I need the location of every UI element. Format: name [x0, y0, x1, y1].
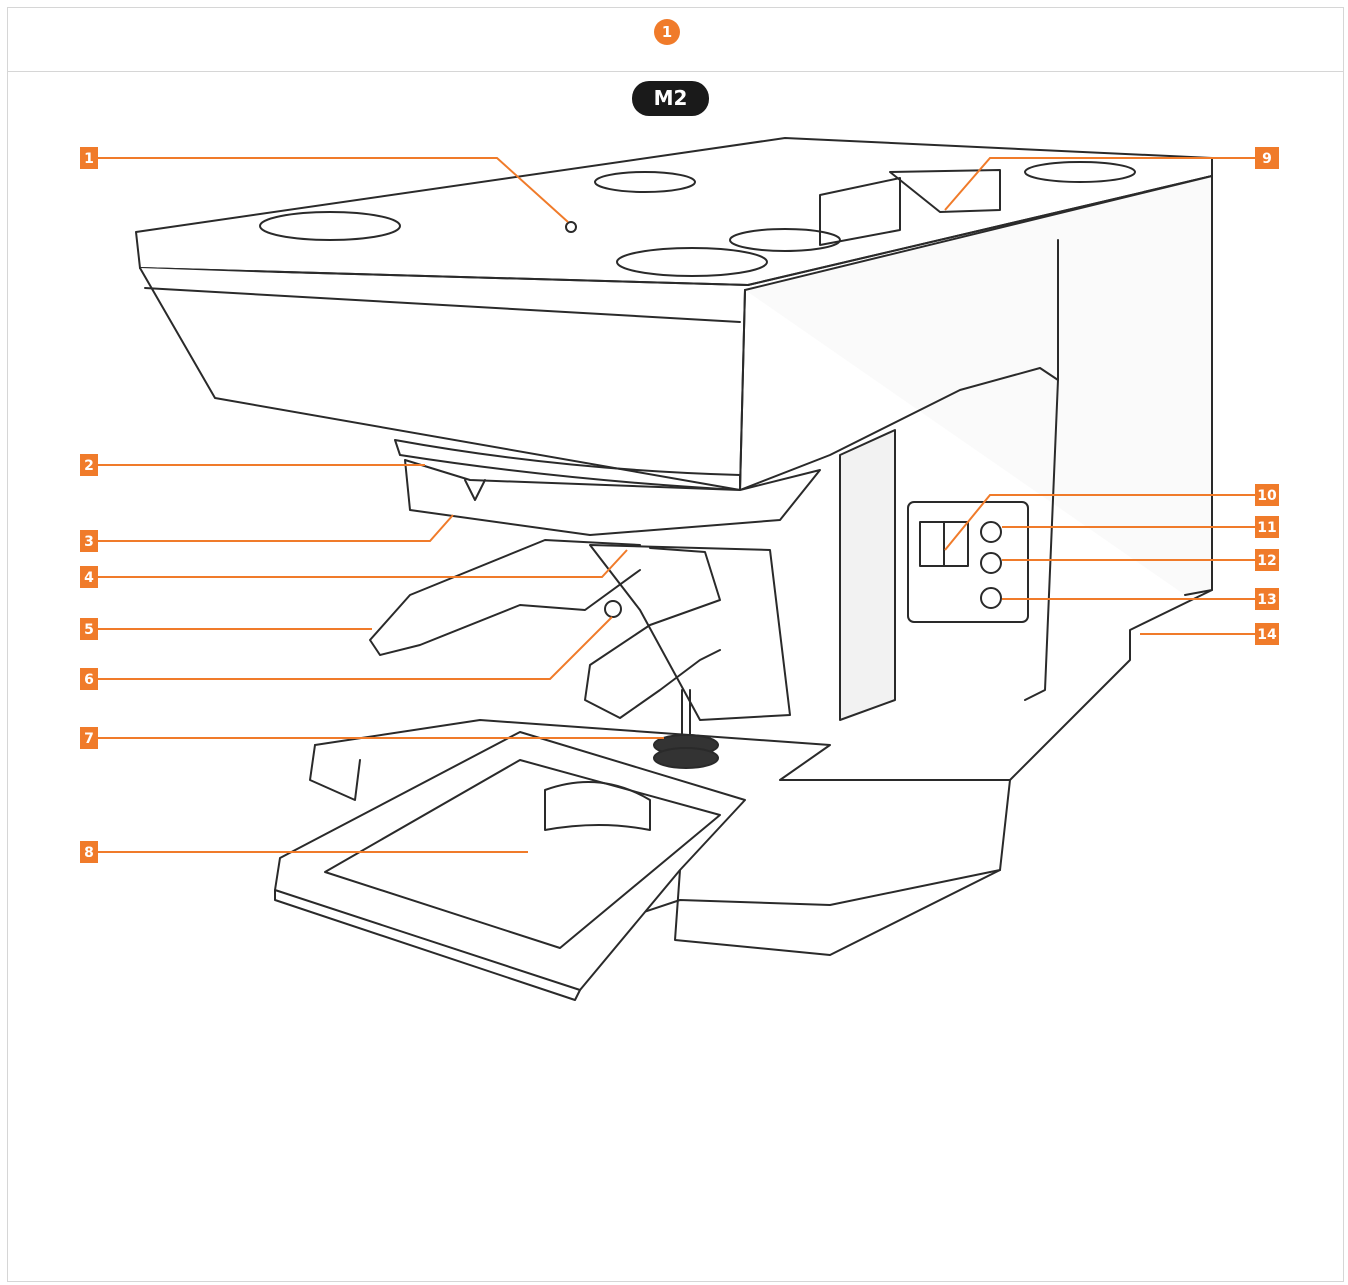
svg-text:3: 3 — [84, 534, 94, 550]
callout-11: 11 — [1255, 516, 1279, 538]
svg-text:13: 13 — [1257, 592, 1276, 608]
callout-9: 9 — [1255, 147, 1279, 169]
svg-text:5: 5 — [84, 622, 94, 638]
svg-text:9: 9 — [1262, 151, 1272, 167]
model-badge: M2 — [632, 81, 709, 116]
svg-text:11: 11 — [1257, 520, 1276, 536]
svg-text:8: 8 — [84, 845, 94, 861]
machine-drawing — [135, 137, 1213, 1001]
diagram-frame — [7, 7, 1344, 1282]
callout-2: 2 — [80, 454, 98, 476]
callout-10: 10 — [1255, 484, 1279, 506]
callout-4: 4 — [80, 566, 98, 588]
callout-7: 7 — [80, 727, 98, 749]
callout-13: 13 — [1255, 588, 1279, 610]
svg-text:6: 6 — [84, 672, 94, 688]
callout-leaders — [97, 157, 1255, 853]
callout-12: 12 — [1255, 549, 1279, 571]
callout-markers: 1 2 3 4 5 6 7 8 9 10 11 12 13 14 — [80, 147, 1279, 863]
callout-3: 3 — [80, 530, 98, 552]
callout-14: 14 — [1255, 623, 1279, 645]
step-number-badge: 1 — [654, 19, 680, 45]
svg-text:10: 10 — [1257, 488, 1277, 504]
svg-text:1: 1 — [84, 151, 94, 167]
callout-5: 5 — [80, 618, 98, 640]
svg-text:2: 2 — [84, 458, 94, 474]
header-row — [8, 8, 1343, 72]
svg-text:4: 4 — [84, 570, 94, 586]
callout-8: 8 — [80, 841, 98, 863]
svg-text:14: 14 — [1257, 627, 1277, 643]
callout-1: 1 — [80, 147, 98, 169]
svg-text:12: 12 — [1257, 553, 1276, 569]
svg-text:7: 7 — [84, 731, 94, 747]
callout-6: 6 — [80, 668, 98, 690]
